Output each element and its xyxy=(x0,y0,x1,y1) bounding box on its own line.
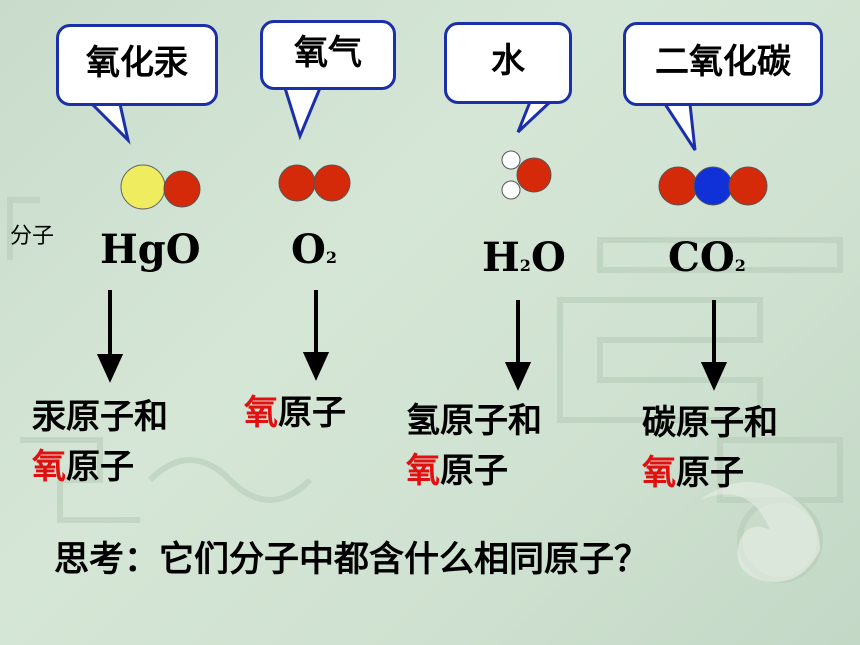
formula-co2-subscript: 2 xyxy=(734,256,746,275)
bubble-water-text: 水 xyxy=(491,41,525,81)
co2-molecule-model xyxy=(658,166,768,206)
formula-h2o: H2O xyxy=(482,238,566,278)
atoms-h2o-line2: 氧原子 xyxy=(406,451,508,491)
oxygen-atom xyxy=(516,157,552,193)
down-arrow-head xyxy=(96,354,124,383)
atoms-h2o: 氢原子和 氧原子 xyxy=(406,396,542,496)
formula-h2o-subscript: 2 xyxy=(519,256,531,275)
bubble-carbon-dioxide: 二氧化碳 xyxy=(623,22,823,106)
molecule-side-label: 分子 xyxy=(10,224,55,249)
oxygen-atom xyxy=(313,164,351,202)
atoms-co2-line1: 碳原子和 xyxy=(642,403,778,443)
formula-o2-subscript: 2 xyxy=(325,248,337,267)
hydrogen-atom xyxy=(501,150,521,170)
o2-molecule-model xyxy=(278,164,351,202)
formula-hgo: HgO xyxy=(100,230,201,270)
atoms-hgo-line1: 汞原子和 xyxy=(32,397,168,437)
oxygen-atom xyxy=(163,170,201,208)
bubble-oxygen: 氧气 xyxy=(260,20,396,90)
atoms-hgo: 汞原子和 氧原子 xyxy=(32,392,168,492)
formula-o2-main: O xyxy=(291,226,326,273)
formula-co2-main: CO xyxy=(668,234,735,281)
bubble-water: 水 xyxy=(444,22,572,104)
down-arrow-head xyxy=(302,352,330,381)
atoms-hgo-line2: 氧原子 xyxy=(32,447,134,487)
formula-h2o-main: H xyxy=(482,234,520,281)
bubble-oxygen-text: 氧气 xyxy=(294,33,362,73)
atoms-h2o-line1: 氢原子和 xyxy=(406,401,542,441)
oxygen-atom xyxy=(728,166,768,206)
bubble-mercury-oxide-text: 氧化汞 xyxy=(86,43,188,83)
atoms-o2: 氧原子 xyxy=(244,388,346,438)
hydrogen-atom xyxy=(501,180,521,200)
hgo-molecule-model xyxy=(120,164,201,210)
formula-hgo-main: HgO xyxy=(100,226,201,273)
bubble-mercury-oxide: 氧化汞 xyxy=(56,24,218,106)
down-arrow-head xyxy=(504,362,532,391)
atoms-co2: 碳原子和 氧原子 xyxy=(642,398,778,498)
question-text: 思考：它们分子中都含什么相同原子？ xyxy=(54,540,650,580)
atoms-co2-line2: 氧原子 xyxy=(642,453,744,493)
bubble-carbon-dioxide-text: 二氧化碳 xyxy=(655,42,791,82)
down-arrow-head xyxy=(700,362,728,391)
formula-co2: CO2 xyxy=(668,238,746,278)
atoms-o2-line1: 氧原子 xyxy=(244,393,346,433)
formula-o2: O2 xyxy=(291,230,337,270)
h2o-molecule-model xyxy=(501,150,552,200)
formula-h2o-tail: O xyxy=(530,234,566,281)
decorative-swirl xyxy=(700,482,820,582)
